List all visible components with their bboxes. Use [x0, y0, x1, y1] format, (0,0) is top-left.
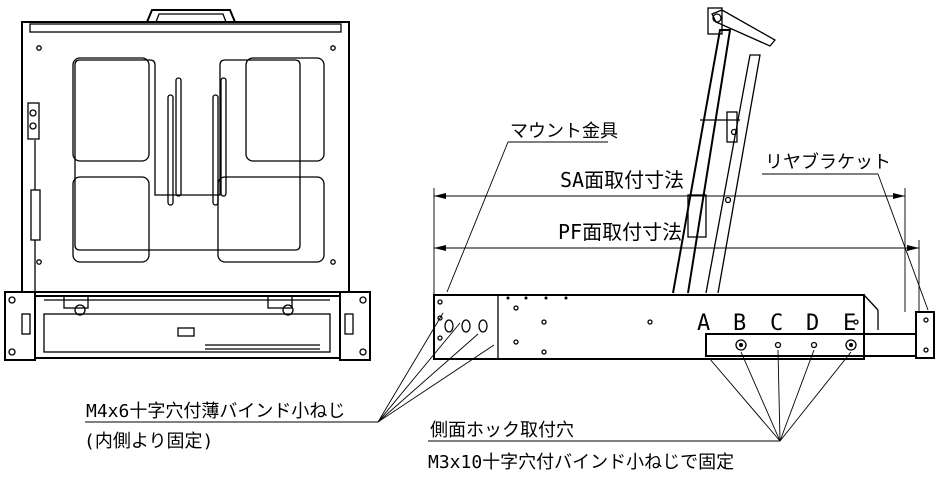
lcd-lid — [21, 21, 350, 293]
rail-holes — [506, 296, 859, 355]
hole-label-d: D — [806, 311, 819, 336]
mount-bracket-label: マウント金具 — [510, 121, 618, 142]
m3-screw-label: M3x10十字穴付バインド小ねじで固定 — [428, 452, 734, 473]
rear-bracket — [915, 311, 935, 359]
leader-lines — [85, 141, 929, 442]
m4-screw-label: M4x6十字穴付薄バインド小ねじ — [86, 401, 345, 422]
pf-dimension-label: PF面取付寸法 — [558, 220, 682, 244]
hole-label-c: C — [770, 311, 783, 336]
front-view-console — [4, 9, 371, 361]
top-handle — [146, 9, 236, 23]
side-hook-hole-label: 側面ホック取付穴 — [430, 420, 574, 441]
hole-label-e: E — [843, 311, 856, 336]
side-view-console — [433, 7, 935, 360]
hook-holes — [735, 339, 857, 351]
rear-bracket-label: リヤブラケット — [765, 151, 891, 173]
lid-arm — [672, 29, 732, 294]
m4-screw-note: (内側より固定) — [84, 431, 213, 452]
keyboard-tray — [34, 295, 341, 359]
sa-dimension-label: SA面取付寸法 — [560, 168, 684, 192]
hole-label-a: A — [697, 311, 710, 336]
hole-label-b: B — [733, 311, 746, 336]
dimension-lines — [433, 188, 920, 312]
